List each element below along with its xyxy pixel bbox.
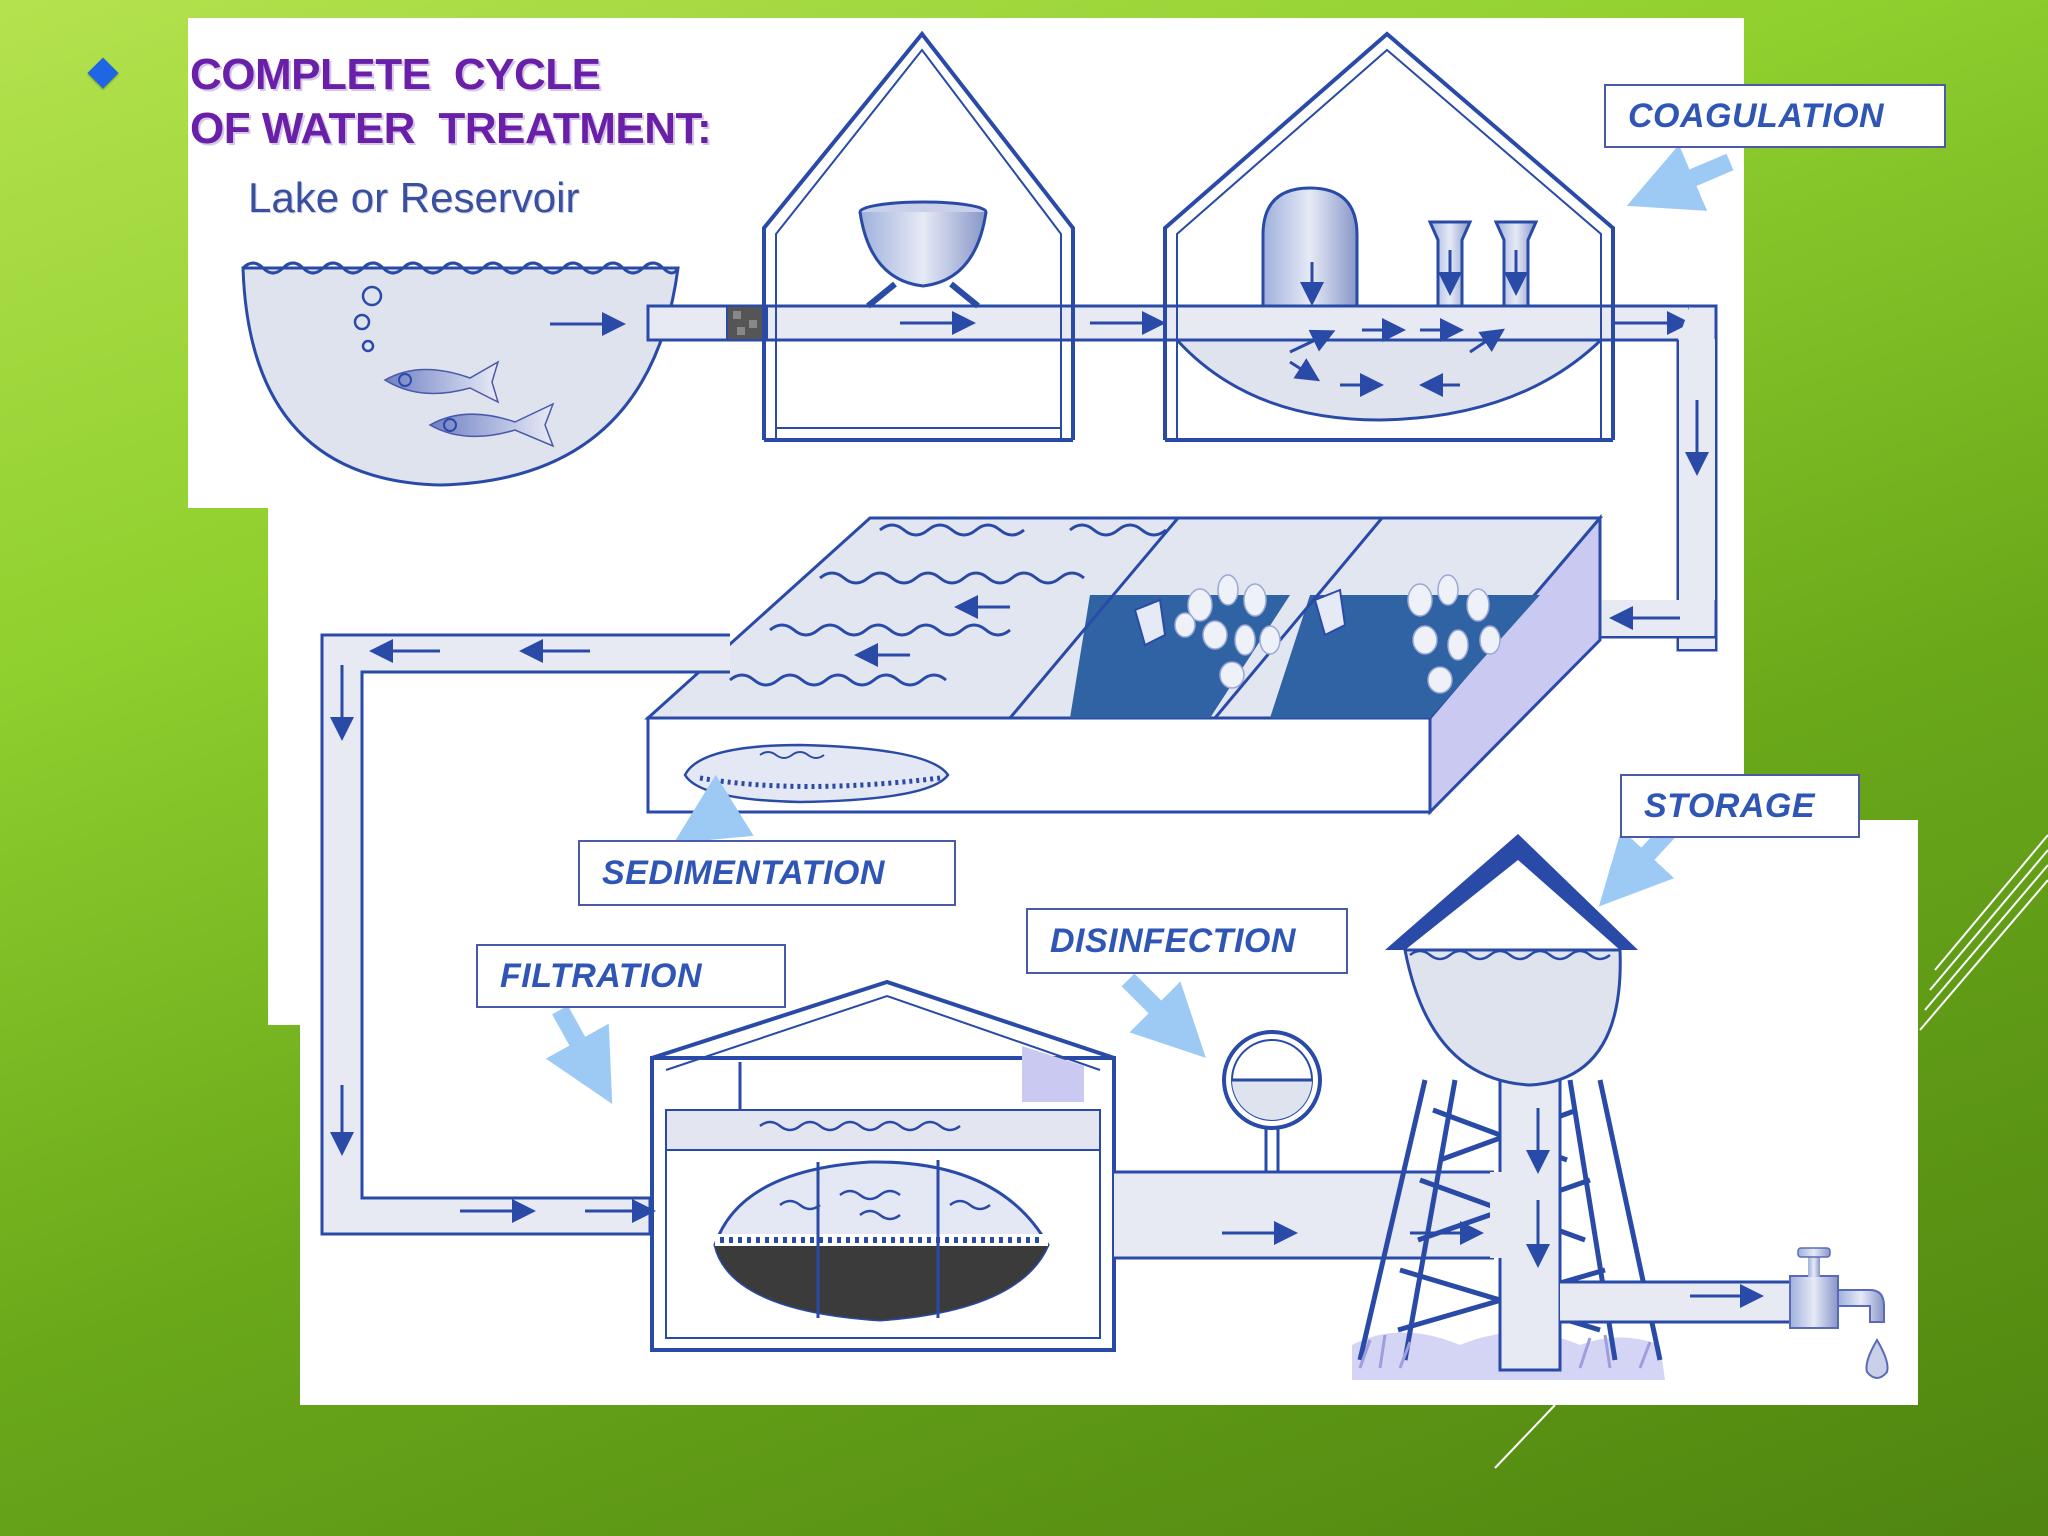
intake-pipe [646,304,1692,342]
sedimentation-basin [644,513,1604,816]
pointer-arrow [1121,973,1206,1058]
faucet-icon [1789,1247,1889,1379]
filtration-house [650,979,1116,1352]
lake-reservoir [241,261,680,487]
coagulation-house [1163,31,1615,442]
pointer-arrow [673,774,754,844]
filtration-label: FILTRATION [476,944,786,1008]
disinfection-label: DISINFECTION [1026,908,1348,974]
title-line-2: OF WATER TREATMENT: [190,104,712,153]
storage-label: STORAGE [1620,774,1860,838]
pointer-arrow [1626,144,1734,211]
coagulation-label: COAGULATION [1604,84,1946,148]
fish-icon [383,360,500,404]
fish-icon [428,402,555,448]
lake-label: Lake or Reservoir [248,174,580,221]
pointer-arrow [545,1005,613,1105]
mixing-arrows [1289,318,1505,397]
pointer-arrow [1598,825,1675,907]
page-title: COMPLETE CYCLE OF WATER TREATMENT: [190,48,712,156]
sedimentation-label: SEDIMENTATION [578,840,956,906]
water-tower [1352,834,1790,1380]
title-line-1: COMPLETE CYCLE [190,50,601,99]
pumping-house [762,30,1075,442]
chlorine-gauge-icon [1222,1030,1322,1172]
